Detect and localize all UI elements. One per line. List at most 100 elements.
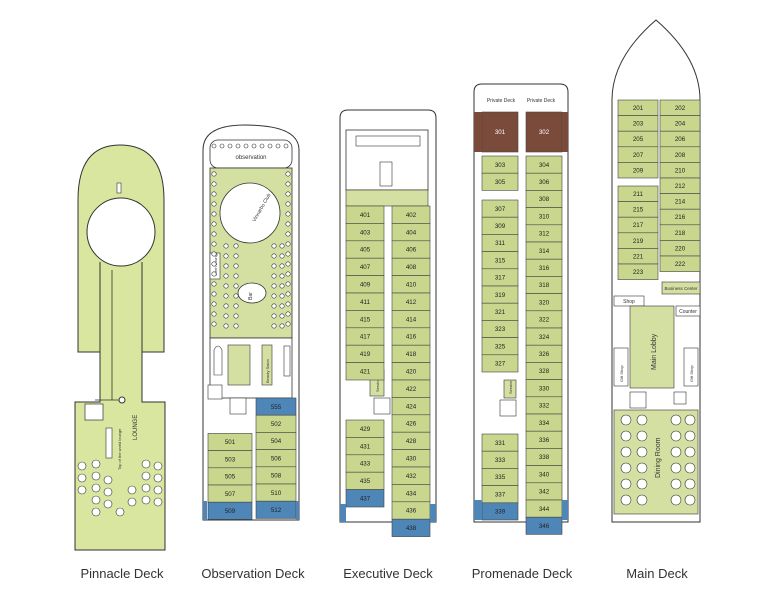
cabin-509: 509 <box>207 501 253 520</box>
observation-table-0 <box>211 171 217 177</box>
cabin-421: 421 <box>345 362 385 381</box>
observation-mid-area <box>209 337 293 399</box>
cabin-344-number: 344 <box>539 506 550 513</box>
cabin-304-number: 304 <box>539 162 550 169</box>
pinnacle-table-8 <box>103 475 113 485</box>
observation-tables <box>211 143 291 329</box>
cabin-311: 311 <box>481 234 519 252</box>
observation-table-8 <box>211 211 217 217</box>
observation-table-47 <box>279 273 285 279</box>
cabin-505: 505 <box>207 467 253 486</box>
cabin-324-number: 324 <box>539 334 550 341</box>
observation-table-36 <box>223 253 229 259</box>
observation-table-18 <box>211 261 217 267</box>
cabin-203: 203 <box>617 115 659 132</box>
cabin-504-number: 504 <box>271 438 282 445</box>
cabin-431-number: 431 <box>360 443 371 450</box>
observation-table-69 <box>219 143 225 149</box>
observation-table-11 <box>285 221 291 227</box>
prom-blue-band-left <box>474 500 482 520</box>
cabin-337: 337 <box>481 485 519 504</box>
cabin-222-box <box>659 255 701 272</box>
dining-table-5 <box>620 494 632 506</box>
pinnacle-table-15 <box>153 461 163 471</box>
cabin-325: 325 <box>481 337 519 356</box>
observation-table-50 <box>271 283 277 289</box>
observation-table-73 <box>251 143 257 149</box>
observation-stairs <box>229 397 247 415</box>
private-deck-label-2: Private Deck <box>527 98 556 104</box>
cabin-344: 344 <box>525 499 563 518</box>
pinnacle-table-19 <box>127 485 137 495</box>
cabin-416-number: 416 <box>406 334 417 341</box>
cabin-402: 402 <box>391 205 431 224</box>
observation-table-70 <box>227 143 233 149</box>
pinnacle-note-label: Top of the world lounge <box>117 428 122 470</box>
cabin-434: 434 <box>391 484 431 503</box>
pinnacle-table-5 <box>91 483 101 493</box>
cabin-219: 219 <box>617 232 659 249</box>
main-stairs <box>629 391 647 409</box>
cabin-408: 408 <box>391 257 431 276</box>
cabin-320-number: 320 <box>539 299 550 306</box>
cabin-408-number: 408 <box>406 264 417 271</box>
pinnacle-table-21 <box>115 507 125 517</box>
cabin-430-number: 430 <box>406 456 417 463</box>
cabin-318-number: 318 <box>539 282 550 289</box>
cabin-421-box <box>345 362 385 381</box>
observation-table-19 <box>285 261 291 267</box>
cabin-210: 210 <box>659 162 701 179</box>
observation-table-59 <box>279 303 285 309</box>
cabin-401-number: 401 <box>360 212 371 219</box>
observation-table-6 <box>211 201 217 207</box>
cabin-202-number: 202 <box>675 105 686 112</box>
cabin-312: 312 <box>525 224 563 243</box>
observation-table-48 <box>223 283 229 289</box>
cabin-437-number: 437 <box>360 496 371 503</box>
cabin-326-number: 326 <box>539 351 550 358</box>
observation-table-27 <box>285 301 291 307</box>
observation-table-9 <box>285 211 291 217</box>
observation-table-31 <box>285 321 291 327</box>
cabin-510-number: 510 <box>271 490 282 497</box>
cabin-409-number: 409 <box>360 282 371 289</box>
cabin-426-number: 426 <box>406 421 417 428</box>
observation-table-46 <box>271 273 277 279</box>
observation-elevator <box>207 384 223 400</box>
cabin-211-number: 211 <box>633 191 643 198</box>
cabin-422: 422 <box>391 379 431 398</box>
cabin-432-number: 432 <box>406 473 417 480</box>
cabin-434-number: 434 <box>406 490 417 497</box>
cabin-305-number: 305 <box>495 179 506 186</box>
cabin-310-number: 310 <box>539 213 550 220</box>
cabin-327-number: 327 <box>495 361 506 368</box>
cabin-412: 412 <box>391 292 431 311</box>
cabin-319: 319 <box>481 285 519 304</box>
observation-table-77 <box>283 143 289 149</box>
observation-table-28 <box>211 311 217 317</box>
cabin-331-number: 331 <box>495 440 506 447</box>
cabin-220: 220 <box>659 240 701 257</box>
cabin-323: 323 <box>481 320 519 338</box>
observation-table-22 <box>211 281 217 287</box>
pinnacle-table-1 <box>77 473 87 483</box>
observation-table-26 <box>211 301 217 307</box>
cabin-207: 207 <box>617 146 659 163</box>
cabin-417: 417 <box>345 327 385 346</box>
cabin-333-number: 333 <box>495 457 506 464</box>
exec-blue-band-right <box>430 504 436 522</box>
cabin-414-number: 414 <box>406 316 417 323</box>
observation-table-71 <box>235 143 241 149</box>
observation-deck: observation Vinnarbo Club Bar Stern Loun… <box>202 124 300 521</box>
observation-table-12 <box>211 231 217 237</box>
cabin-402-number: 402 <box>406 212 417 219</box>
cabin-335-number: 335 <box>495 474 506 481</box>
cabin-315-number: 315 <box>495 257 506 264</box>
cabin-332: 332 <box>525 396 563 415</box>
shop-box <box>613 295 645 307</box>
observation-table-30 <box>211 321 217 327</box>
cabin-302-box <box>525 111 563 153</box>
observation-table-53 <box>233 293 239 299</box>
cabin-429-number: 429 <box>360 426 371 433</box>
